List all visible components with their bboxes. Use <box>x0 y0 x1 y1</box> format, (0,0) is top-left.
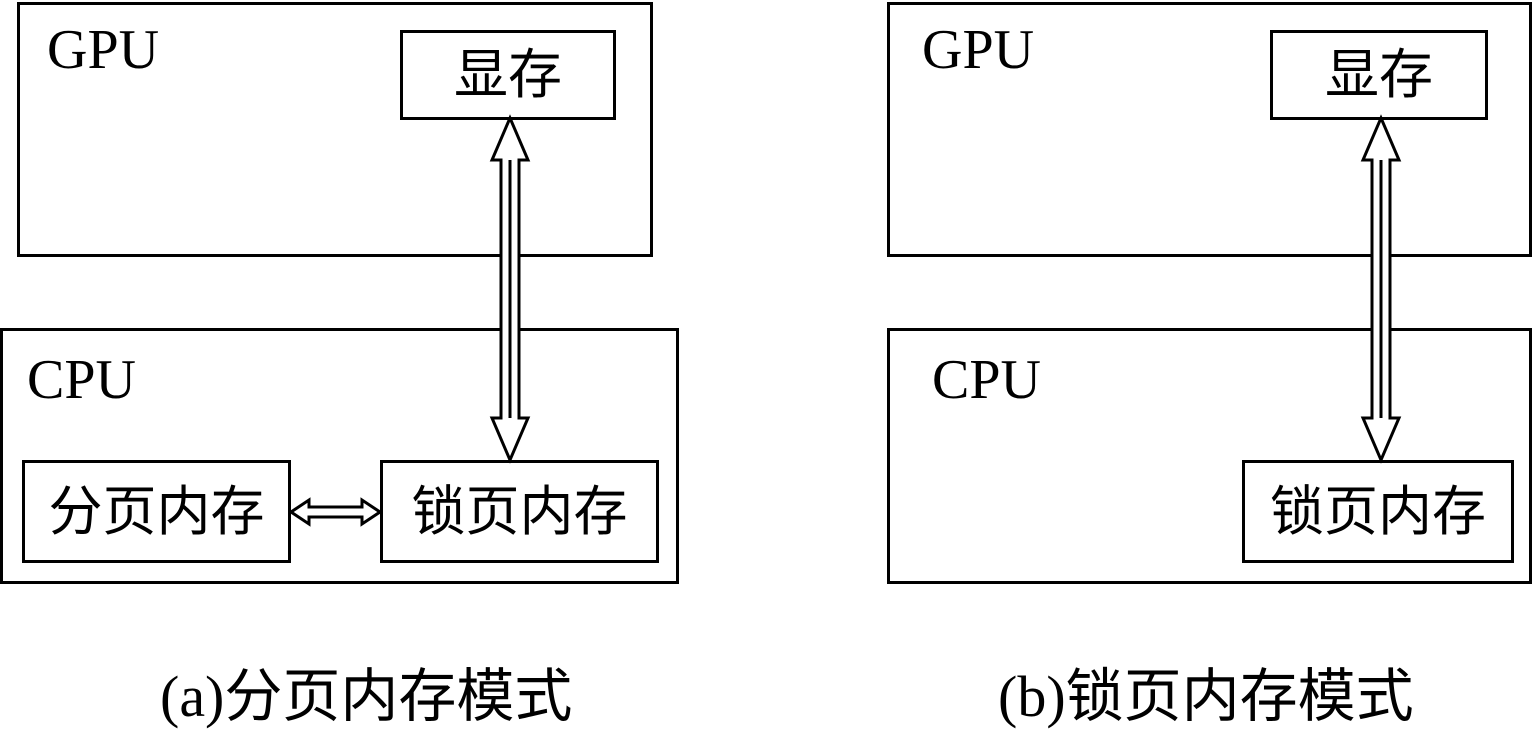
panel-a-vram-box: 显存 <box>400 30 616 120</box>
panel-b-caption: (b)锁页内存模式 <box>998 664 1414 729</box>
panel-b-pinned-memory-box: 锁页内存 <box>1242 460 1514 563</box>
panel-a-pinned-memory-label: 锁页内存 <box>411 481 628 542</box>
panel-a-pageable-pinned-double-arrow <box>288 497 383 527</box>
panel-a-gpu-label: GPU <box>47 19 160 81</box>
panel-a-vram-label: 显存 <box>454 45 562 105</box>
panel-b-cpu-label: CPU <box>932 349 1041 411</box>
panel-a-pageable-memory-box: 分页内存 <box>22 460 291 563</box>
panel-b-vram-box: 显存 <box>1270 30 1488 120</box>
panel-b-vram-label: 显存 <box>1325 45 1433 105</box>
panel-a-pageable-memory-label: 分页内存 <box>48 481 265 542</box>
panel-b-pinned-memory-label: 锁页内存 <box>1270 481 1486 542</box>
panel-a-pinned-memory-box: 锁页内存 <box>380 460 659 563</box>
panel-a-cpu-label: CPU <box>27 349 136 411</box>
panel-b-gpu-label: GPU <box>922 19 1035 81</box>
panel-a-caption: (a)分页内存模式 <box>160 664 573 729</box>
